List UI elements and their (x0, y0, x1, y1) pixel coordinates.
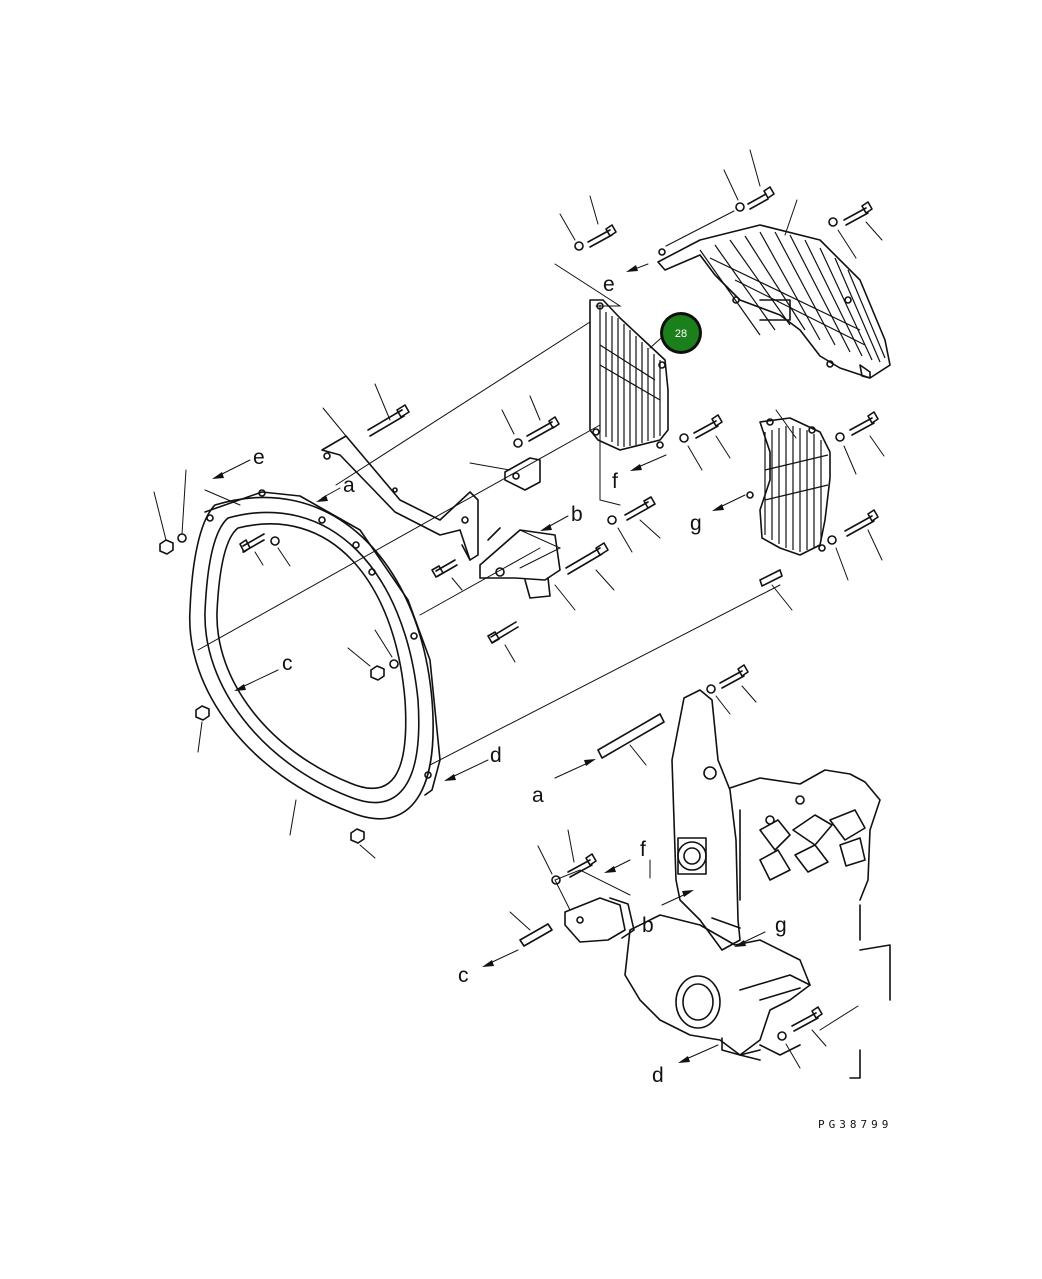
connector-label-e: e (253, 446, 265, 469)
hex-bolt-icon (849, 411, 879, 436)
lower-fan-cover (746, 409, 831, 556)
connector-label-d: d (652, 1064, 664, 1087)
drawing-code: PG38799 (818, 1118, 892, 1131)
connector-arrows (204, 263, 766, 1063)
lower-left-bracket (554, 869, 635, 943)
hex-bolt-icon (843, 201, 873, 226)
hex-bolt-icon (747, 186, 775, 210)
connector-label-f: f (612, 470, 618, 493)
connector-label-b: b (571, 503, 583, 526)
assembly-centerlines (197, 304, 781, 766)
lower-cover-bolts (679, 411, 885, 581)
hex-bolt-icon (844, 509, 879, 537)
small-mounting-bracket (469, 457, 541, 491)
hex-bolt-icon (791, 1006, 823, 1032)
hex-bolt-icon (239, 533, 265, 553)
hex-nut-icon (195, 705, 210, 721)
part-number-callout: 28 (660, 312, 702, 354)
hex-bolt-icon (431, 559, 458, 578)
spacer-rod (759, 569, 793, 611)
hex-nut-icon (159, 539, 174, 555)
hex-bolt-icon (567, 853, 597, 878)
ring-bolt-set (153, 469, 399, 859)
connector-label-c: c (458, 964, 469, 987)
hex-bolt-icon (587, 224, 617, 248)
fan-shroud-ring (189, 489, 441, 836)
connector-label-g: g (690, 512, 702, 535)
connector-label-b: b (642, 914, 654, 937)
hex-bolt-icon (624, 496, 656, 521)
hex-nut-icon (370, 665, 385, 681)
connector-label-f: f (640, 838, 646, 861)
upper-fan-cover (657, 199, 891, 379)
engine-block-outline (729, 769, 881, 941)
callout-number: 28 (675, 328, 687, 340)
connector-label-a: a (343, 474, 355, 497)
engine-lower-housing (624, 914, 891, 1079)
hex-bolt-icon (565, 542, 609, 575)
hex-bolt-icon (719, 664, 749, 689)
hex-bolt-icon (487, 621, 519, 644)
connecting-rods (509, 713, 665, 947)
bracket-bolt-set (367, 383, 661, 663)
upper-cover-bolts (559, 149, 883, 259)
hex-nut-icon (350, 828, 365, 844)
connector-labels: e a b c d e f g a f b g c d (253, 273, 787, 1087)
support-bracket (479, 529, 576, 611)
shroud-stay-bracket (321, 407, 501, 561)
hex-bolt-icon (693, 414, 723, 439)
engine-bolt-set (537, 664, 859, 1069)
connector-label-c: c (282, 652, 293, 675)
fan-guard-grid (589, 299, 671, 451)
connector-label-g: g (775, 914, 787, 937)
connector-label-a: a (532, 784, 544, 807)
hex-bolt-icon (526, 416, 560, 442)
connector-label-d: d (490, 744, 502, 767)
engine-mount-bracket (671, 689, 741, 951)
hex-bolt-icon (367, 404, 410, 437)
connector-label-e: e (603, 273, 615, 296)
